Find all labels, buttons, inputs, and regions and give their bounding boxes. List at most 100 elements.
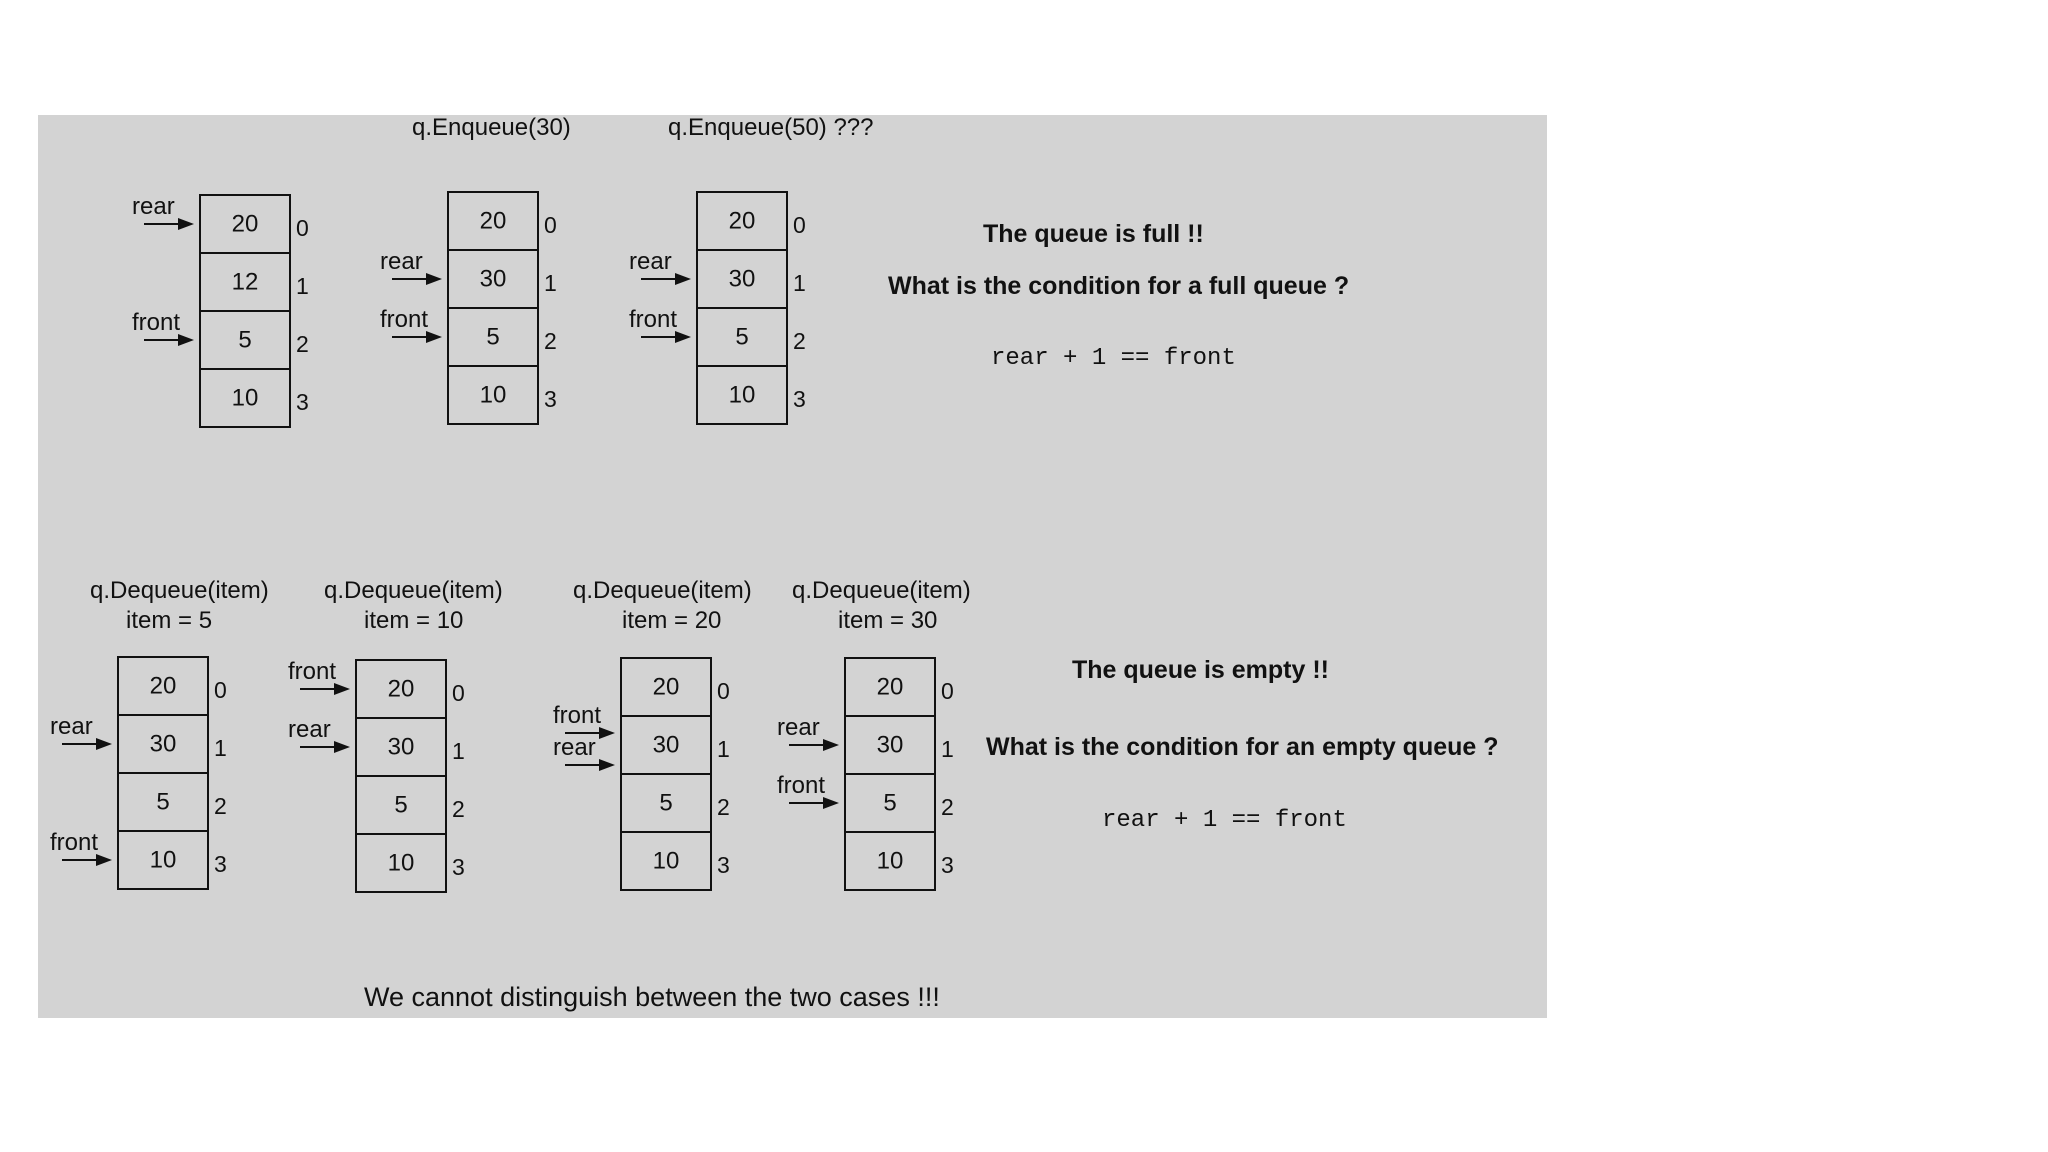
cell-index: 2 xyxy=(544,328,557,354)
cell-index: 3 xyxy=(452,854,465,880)
front-pointer: front xyxy=(132,309,194,346)
cell-index: 1 xyxy=(214,735,227,761)
cell-index: 0 xyxy=(941,678,954,704)
footer-text: We cannot distinguish between the two ca… xyxy=(364,982,940,1012)
cell-value: 20 xyxy=(388,676,415,703)
result-label: item = 5 xyxy=(126,607,212,634)
array-cell xyxy=(447,365,539,425)
cell-index: 1 xyxy=(296,273,309,299)
result-label: item = 20 xyxy=(622,607,721,634)
pointer-label: rear xyxy=(553,734,596,761)
pointer-label: rear xyxy=(50,713,93,740)
cell-index: 0 xyxy=(717,678,730,704)
cell-index: 1 xyxy=(793,270,806,296)
cell-value: 20 xyxy=(150,673,177,700)
cell-value: 10 xyxy=(480,382,507,409)
front-pointer: front xyxy=(553,702,615,739)
cell-value: 5 xyxy=(238,327,251,354)
arrow-head-icon xyxy=(334,741,350,753)
cell-value: 5 xyxy=(394,792,407,819)
pointer-label: front xyxy=(50,829,98,856)
array-cell xyxy=(696,365,788,425)
cell-index: 0 xyxy=(296,215,309,241)
operation-label: q.Dequeue(item) xyxy=(573,577,752,604)
cell-index: 3 xyxy=(717,852,730,878)
array-cell xyxy=(844,831,936,891)
cell-value: 5 xyxy=(156,789,169,816)
cell-index: 0 xyxy=(793,212,806,238)
operation-label: q.Dequeue(item) xyxy=(792,577,971,604)
cell-value: 5 xyxy=(735,324,748,351)
cell-value: 30 xyxy=(877,732,904,759)
pointer-label: front xyxy=(553,702,601,729)
pointer-label: front xyxy=(777,772,825,799)
cell-value: 10 xyxy=(729,382,756,409)
cell-index: 2 xyxy=(214,793,227,819)
cell-index: 1 xyxy=(544,270,557,296)
cell-value: 20 xyxy=(232,211,259,238)
arrow-head-icon xyxy=(96,738,112,750)
operation-label: q.Dequeue(item) xyxy=(90,577,269,604)
array-cell xyxy=(199,368,291,428)
cell-value: 5 xyxy=(659,790,672,817)
cell-index: 3 xyxy=(793,386,806,412)
cell-value: 10 xyxy=(653,848,680,875)
rear-pointer: rear xyxy=(288,716,350,753)
cell-value: 10 xyxy=(388,850,415,877)
cell-value: 30 xyxy=(480,266,507,293)
rear-pointer: rear xyxy=(380,248,442,285)
empty-condition-code: rear + 1 == front xyxy=(1102,807,1347,834)
arrow-head-icon xyxy=(334,683,350,695)
cell-value: 5 xyxy=(883,790,896,817)
rear-pointer: rear xyxy=(132,193,194,230)
pointer-label: rear xyxy=(288,716,331,743)
pointer-label: rear xyxy=(629,248,672,275)
cell-value: 30 xyxy=(388,734,415,761)
array-cell xyxy=(620,831,712,891)
cell-value: 20 xyxy=(877,674,904,701)
full-condition-code: rear + 1 == front xyxy=(991,345,1236,372)
rear-pointer: rear xyxy=(777,714,839,751)
arrow-head-icon xyxy=(599,727,615,739)
front-pointer: front xyxy=(50,829,112,866)
array-cell xyxy=(355,833,447,893)
arrow-head-icon xyxy=(599,759,615,771)
cell-value: 30 xyxy=(150,731,177,758)
pointer-label: front xyxy=(380,306,428,333)
rear-pointer: rear xyxy=(629,248,691,285)
cell-index: 2 xyxy=(941,794,954,820)
pointer-label: front xyxy=(288,658,336,685)
cell-index: 0 xyxy=(452,680,465,706)
cell-index: 2 xyxy=(717,794,730,820)
pointer-label: rear xyxy=(380,248,423,275)
full-status-text: The queue is full !! xyxy=(983,220,1204,248)
rear-pointer: rear xyxy=(553,734,615,771)
cell-value: 10 xyxy=(232,385,259,412)
cell-index: 1 xyxy=(941,736,954,762)
front-pointer: front xyxy=(288,658,350,695)
arrow-head-icon xyxy=(426,273,442,285)
cell-index: 0 xyxy=(214,677,227,703)
cell-index: 1 xyxy=(717,736,730,762)
result-label: item = 10 xyxy=(364,607,463,634)
operation-label: q.Enqueue(30) xyxy=(412,114,571,141)
cell-index: 3 xyxy=(941,852,954,878)
cell-index: 3 xyxy=(214,851,227,877)
pointer-label: rear xyxy=(777,714,820,741)
pointer-label: front xyxy=(629,306,677,333)
cell-value: 30 xyxy=(653,732,680,759)
cell-index: 1 xyxy=(452,738,465,764)
arrow-head-icon xyxy=(178,334,194,346)
arrow-head-icon xyxy=(675,273,691,285)
operation-label: q.Dequeue(item) xyxy=(324,577,503,604)
arrow-head-icon xyxy=(178,218,194,230)
rear-pointer: rear xyxy=(50,713,112,750)
cell-index: 3 xyxy=(544,386,557,412)
arrow-head-icon xyxy=(96,854,112,866)
